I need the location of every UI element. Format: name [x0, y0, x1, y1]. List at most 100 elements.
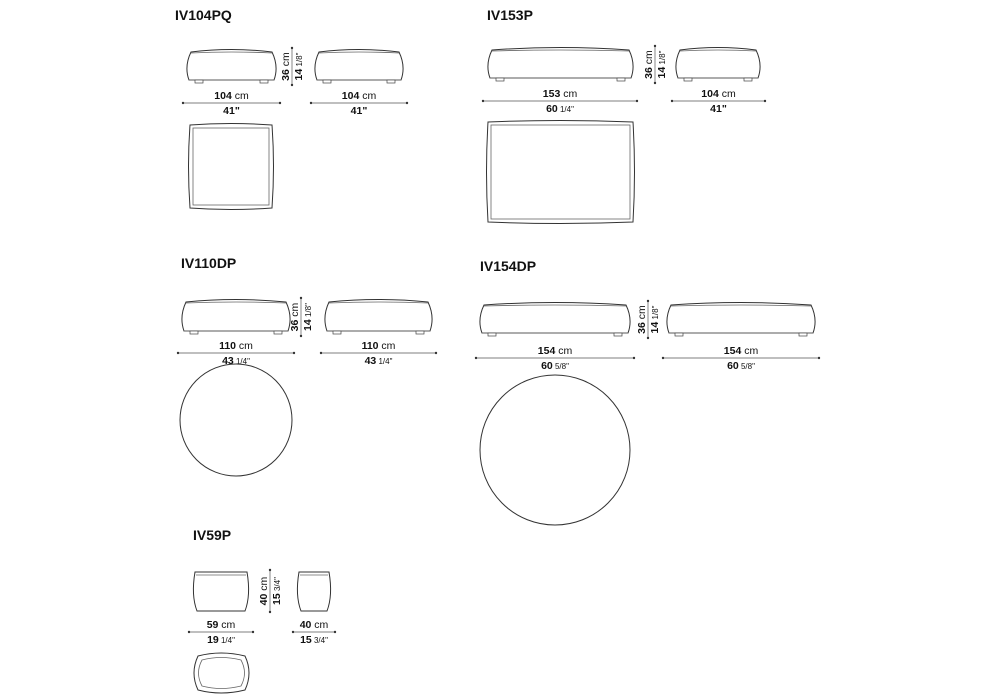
- foot: [415, 330, 425, 335]
- dimension-arrow: [290, 83, 294, 87]
- dimension-cm-label: 110 cm: [219, 340, 253, 352]
- dimension-inch-label: 15 3/4": [271, 577, 283, 605]
- dimension-arrow: [319, 351, 323, 355]
- dimension-unit: 1/8": [295, 52, 304, 68]
- cushion-top-seam: [679, 49, 757, 52]
- dimension-inch-label: 43 1/4": [365, 355, 393, 367]
- dimension-cm-label: 104 cm: [214, 90, 249, 102]
- side-view-outline: [186, 49, 277, 81]
- dimension-inch-label: 14 1/8": [649, 305, 661, 333]
- foot: [683, 77, 693, 82]
- side-view-outline: [181, 299, 291, 332]
- dimension-value: 110: [362, 340, 379, 352]
- cushion-top-seam: [483, 304, 627, 307]
- dimension-cm-label: 110 cm: [362, 340, 396, 352]
- dimension-inch-label: 14 1/8": [656, 50, 668, 78]
- dimension-cm-label: 40 cm: [300, 619, 329, 631]
- dimension-value: 14: [293, 69, 305, 81]
- foot: [259, 79, 269, 84]
- dimension-cm-label: 36 cm: [280, 52, 292, 81]
- dimension-value: 59: [207, 619, 219, 631]
- dimension-arrow: [670, 99, 674, 103]
- dimension-unit: cm: [359, 90, 376, 102]
- dimension-unit: cm: [636, 305, 648, 322]
- dimension-arrow: [632, 356, 636, 360]
- dimension-arrow: [653, 81, 657, 85]
- dimension-unit: cm: [232, 90, 249, 102]
- dimension-value: 110: [219, 340, 236, 352]
- dimension-value: 43: [222, 355, 234, 367]
- dimension-unit: cm: [555, 345, 572, 357]
- cushion-top-seam: [318, 51, 400, 54]
- dimension-value: 15: [271, 593, 283, 605]
- dimension-value: 104: [701, 88, 719, 100]
- dimension-value: 60: [541, 360, 553, 372]
- dimension-value: 104: [342, 90, 360, 102]
- dimension-unit: cm: [643, 50, 655, 67]
- side-view-outline: [479, 302, 631, 334]
- dimension-value: 41": [351, 105, 368, 117]
- dimension-arrow: [646, 299, 650, 303]
- foot: [189, 330, 199, 335]
- dimension-arrow: [434, 351, 438, 355]
- dimension-value: 41": [223, 105, 240, 117]
- dimension-unit: 1/4": [558, 105, 574, 114]
- dimension-arrow: [405, 101, 409, 105]
- dimension-unit: cm: [280, 52, 292, 69]
- dimension-unit: cm: [560, 88, 577, 100]
- plan-view-rectangle: [486, 120, 635, 224]
- dimension-arrow: [474, 356, 478, 360]
- dimension-arrow: [268, 610, 272, 614]
- dimension-arrow: [181, 101, 185, 105]
- dimension-value: 43: [365, 355, 377, 367]
- plan-inner-line: [198, 657, 245, 689]
- dimension-arrow: [635, 99, 639, 103]
- dimension-inch-label: 14 1/8": [293, 52, 305, 80]
- cushion-top-seam: [491, 49, 630, 52]
- dimension-value: 40: [258, 593, 270, 605]
- dimension-inch-label: 60 5/8": [727, 360, 755, 372]
- dimension-value: 15: [300, 634, 312, 646]
- dimension-arrow: [661, 356, 665, 360]
- foot: [743, 77, 753, 82]
- dimension-arrow: [290, 46, 294, 50]
- dimension-unit: cm: [311, 619, 328, 631]
- dimension-cm-label: 153 cm: [543, 88, 578, 100]
- dimension-value: 36: [289, 319, 301, 331]
- foot: [613, 332, 623, 337]
- dimension-inch-label: 60 1/4": [546, 103, 574, 115]
- dimension-inch-label: 60 5/8": [541, 360, 569, 372]
- side-view-outline: [487, 47, 634, 79]
- dimension-value: 154: [538, 345, 556, 357]
- dimension-value: 40: [300, 619, 312, 631]
- dimension-value: 14: [302, 319, 314, 331]
- dimension-unit: cm: [236, 340, 253, 352]
- dimension-cm-label: 59 cm: [207, 619, 236, 631]
- dimension-arrow: [278, 101, 282, 105]
- dimension-value: 36: [636, 322, 648, 334]
- dimension-cm-label: 104 cm: [342, 90, 377, 102]
- dimension-inch-label: 43 1/4": [222, 355, 250, 367]
- dimension-unit: 1/8": [658, 50, 667, 66]
- foot: [194, 79, 204, 84]
- dimension-unit: cm: [258, 576, 270, 593]
- dimension-inch-label: 41": [351, 105, 368, 117]
- dimension-unit: 1/4": [234, 357, 250, 366]
- dimension-arrow: [653, 44, 657, 48]
- dimension-value: 153: [543, 88, 561, 100]
- dimension-unit: 1/8": [651, 305, 660, 321]
- dimension-value: 19: [207, 634, 219, 646]
- plan-view-circle: [179, 363, 293, 477]
- cushion-top-seam: [670, 304, 812, 307]
- dimension-arrow: [333, 630, 337, 634]
- foot: [495, 77, 505, 82]
- dimension-value: 14: [656, 67, 668, 79]
- dimension-cm-label: 40 cm: [258, 576, 270, 605]
- dimension-arrow: [187, 630, 191, 634]
- dimension-unit: cm: [218, 619, 235, 631]
- dimension-unit: cm: [379, 340, 396, 352]
- side-view-outline: [666, 302, 816, 334]
